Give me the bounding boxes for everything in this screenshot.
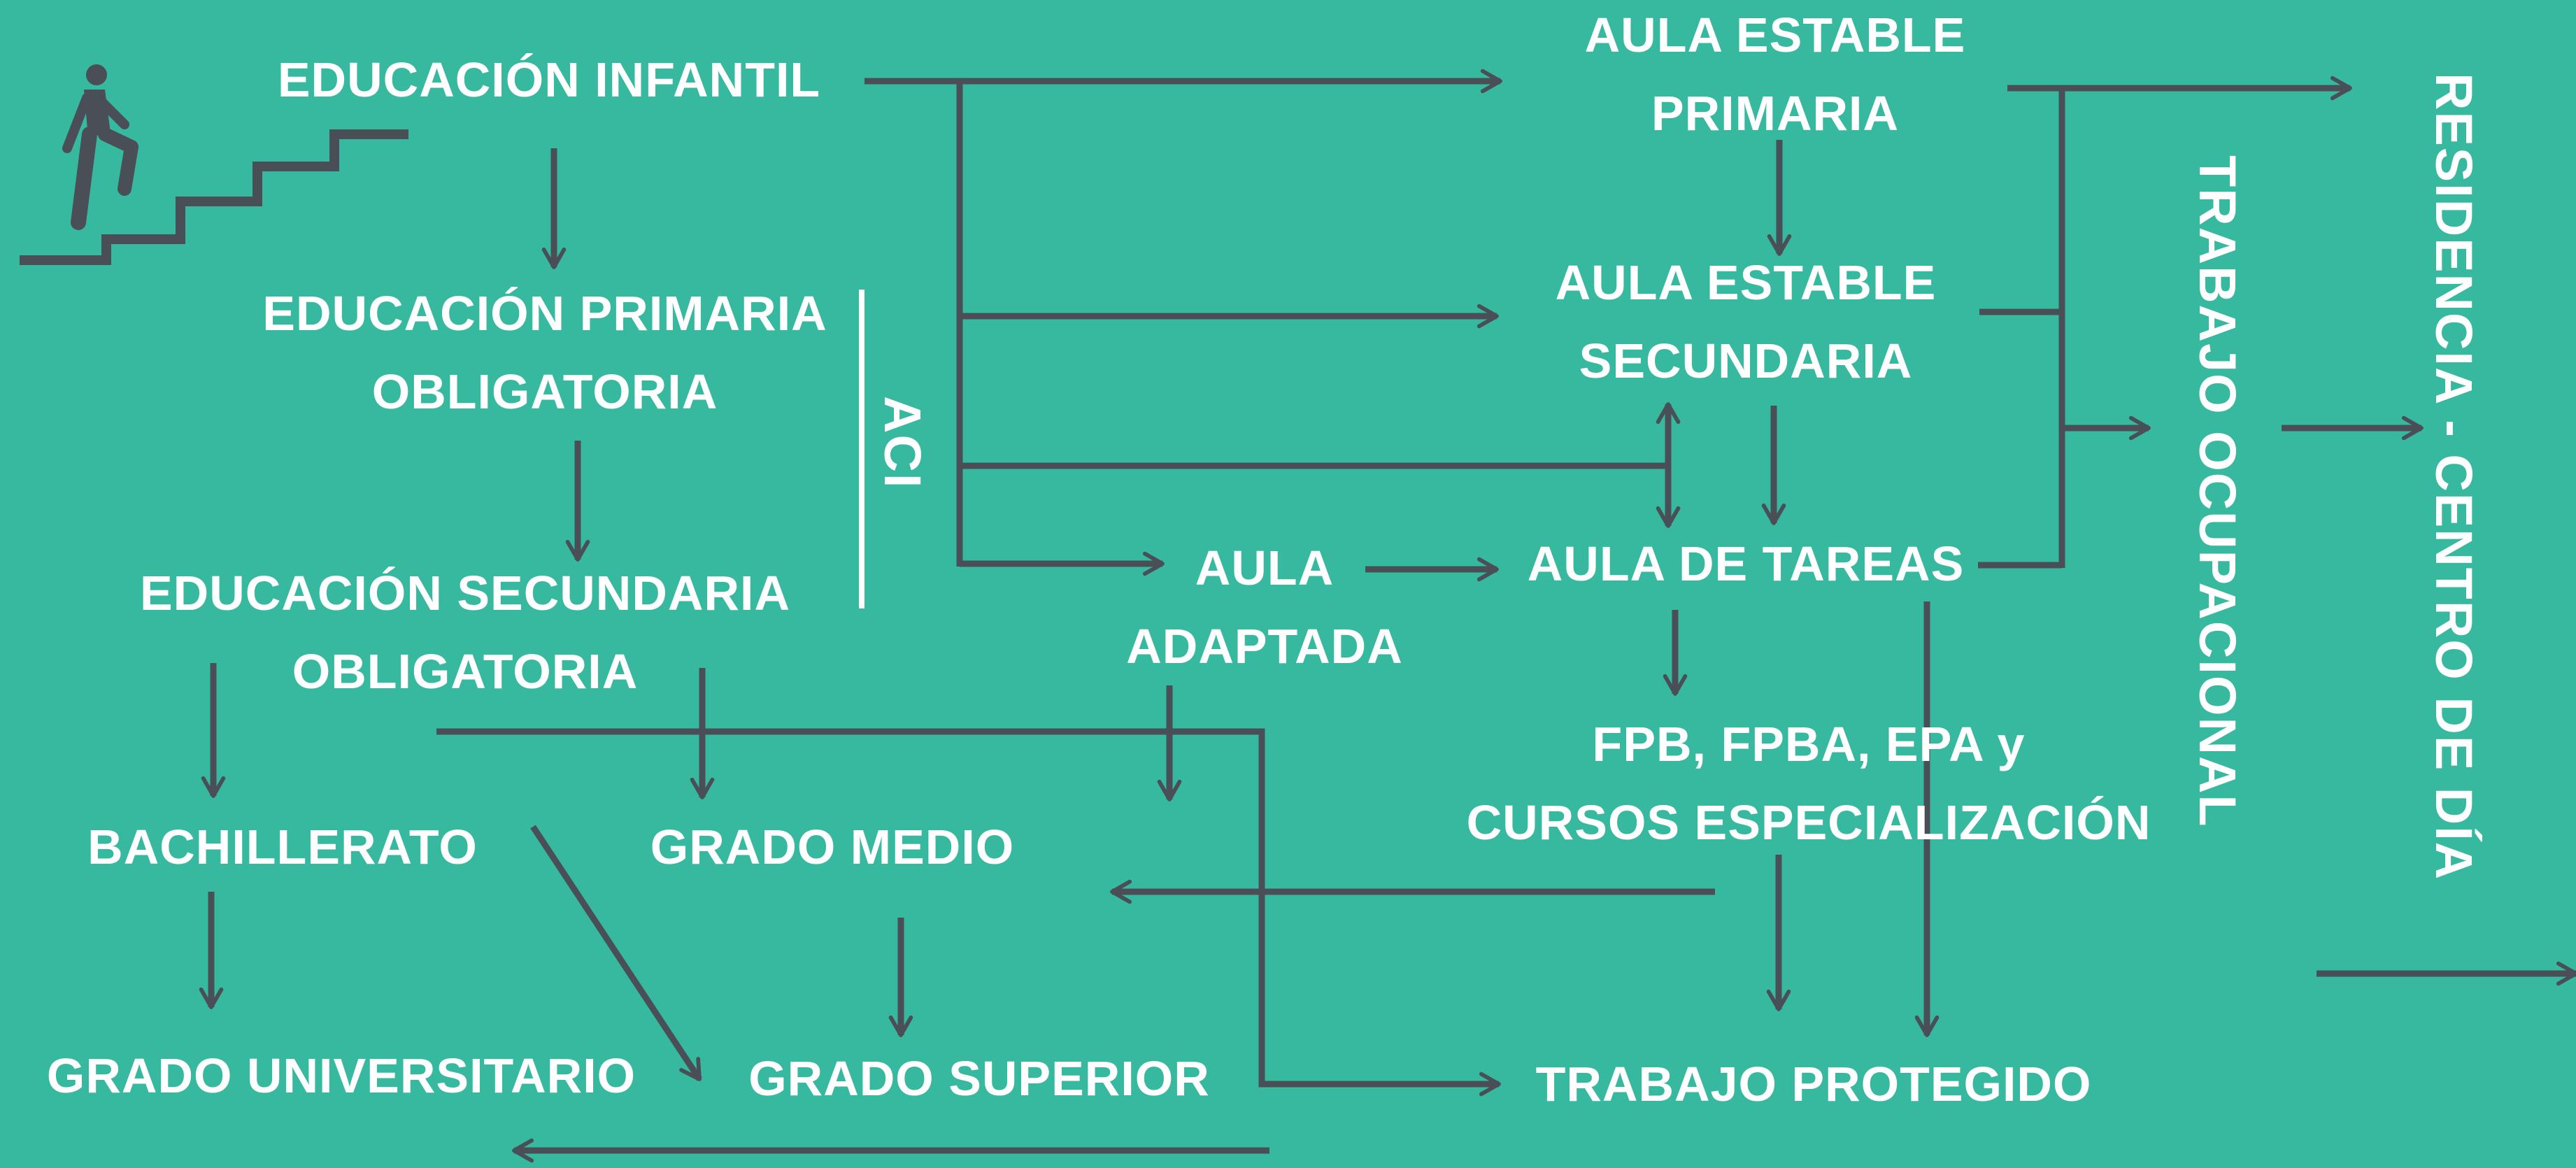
arrow-trunk-to-aula-de-tareas <box>960 462 1681 528</box>
node-educacion-secundaria-line2: OBLIGATORIA <box>292 644 639 699</box>
node-fpb-line2: CURSOS ESPECIALIZACIÓN <box>1466 795 2151 850</box>
node-aula-estable-secundaria-line1: AULA ESTABLE <box>1555 255 1937 310</box>
node-trabajo-protegido: TRABAJO PROTEGIDO <box>1535 1057 2092 1111</box>
node-aula-adaptada-line2: ADAPTADA <box>1126 619 1403 674</box>
label-aci: ACI <box>874 396 932 490</box>
node-educacion-secundaria: EDUCACIÓN SECUNDARIA OBLIGATORIA <box>140 554 790 711</box>
node-aula-adaptada: AULA ADAPTADA <box>1126 529 1403 685</box>
node-trabajo-ocupacional: TRABAJO OCUPACIONAL <box>2189 155 2247 828</box>
node-educacion-primaria-line1: EDUCACIÓN PRIMARIA <box>262 286 827 341</box>
node-grado-superior: GRADO SUPERIOR <box>748 1051 1210 1106</box>
node-educacion-primaria: EDUCACIÓN PRIMARIA OBLIGATORIA <box>262 274 827 431</box>
node-educacion-infantil: EDUCACIÓN INFANTIL <box>277 52 821 107</box>
node-residencia-centro-de-dia: RESIDENCIA - CENTRO DE DÍA <box>2425 73 2483 881</box>
node-aula-estable-primaria-line2: PRIMARIA <box>1651 86 1900 141</box>
node-aula-estable-secundaria-line2: SECUNDARIA <box>1579 334 1913 388</box>
node-grado-universitario: GRADO UNIVERSITARIO <box>46 1048 636 1103</box>
node-educacion-primaria-line2: OBLIGATORIA <box>371 364 718 419</box>
node-aula-estable-secundaria: AULA ESTABLE SECUNDARIA <box>1556 243 1937 400</box>
node-aula-estable-primaria-line1: AULA ESTABLE <box>1584 8 1966 62</box>
person-climbing-stairs-icon <box>20 64 408 265</box>
node-grado-medio: GRADO MEDIO <box>650 820 1015 874</box>
node-aula-de-tareas: AULA DE TAREAS <box>1527 536 1965 591</box>
node-aula-estable-primaria: AULA ESTABLE PRIMARIA <box>1585 0 1966 152</box>
node-aula-adaptada-line1: AULA <box>1195 541 1335 595</box>
node-bachillerato: BACHILLERATO <box>87 820 478 874</box>
arrow-bachillerato-to-superior <box>530 825 702 1081</box>
node-fpb-cursos: FPB, FPBA, EPA y CURSOS ESPECIALIZACIÓN <box>1467 705 2151 862</box>
arrow-secundaria-to-trabajo-protegido <box>436 728 1501 1097</box>
connector-lines <box>199 69 2576 1163</box>
node-fpb-line1: FPB, FPBA, EPA y <box>1592 717 2026 771</box>
node-educacion-secundaria-line1: EDUCACIÓN SECUNDARIA <box>139 566 791 620</box>
